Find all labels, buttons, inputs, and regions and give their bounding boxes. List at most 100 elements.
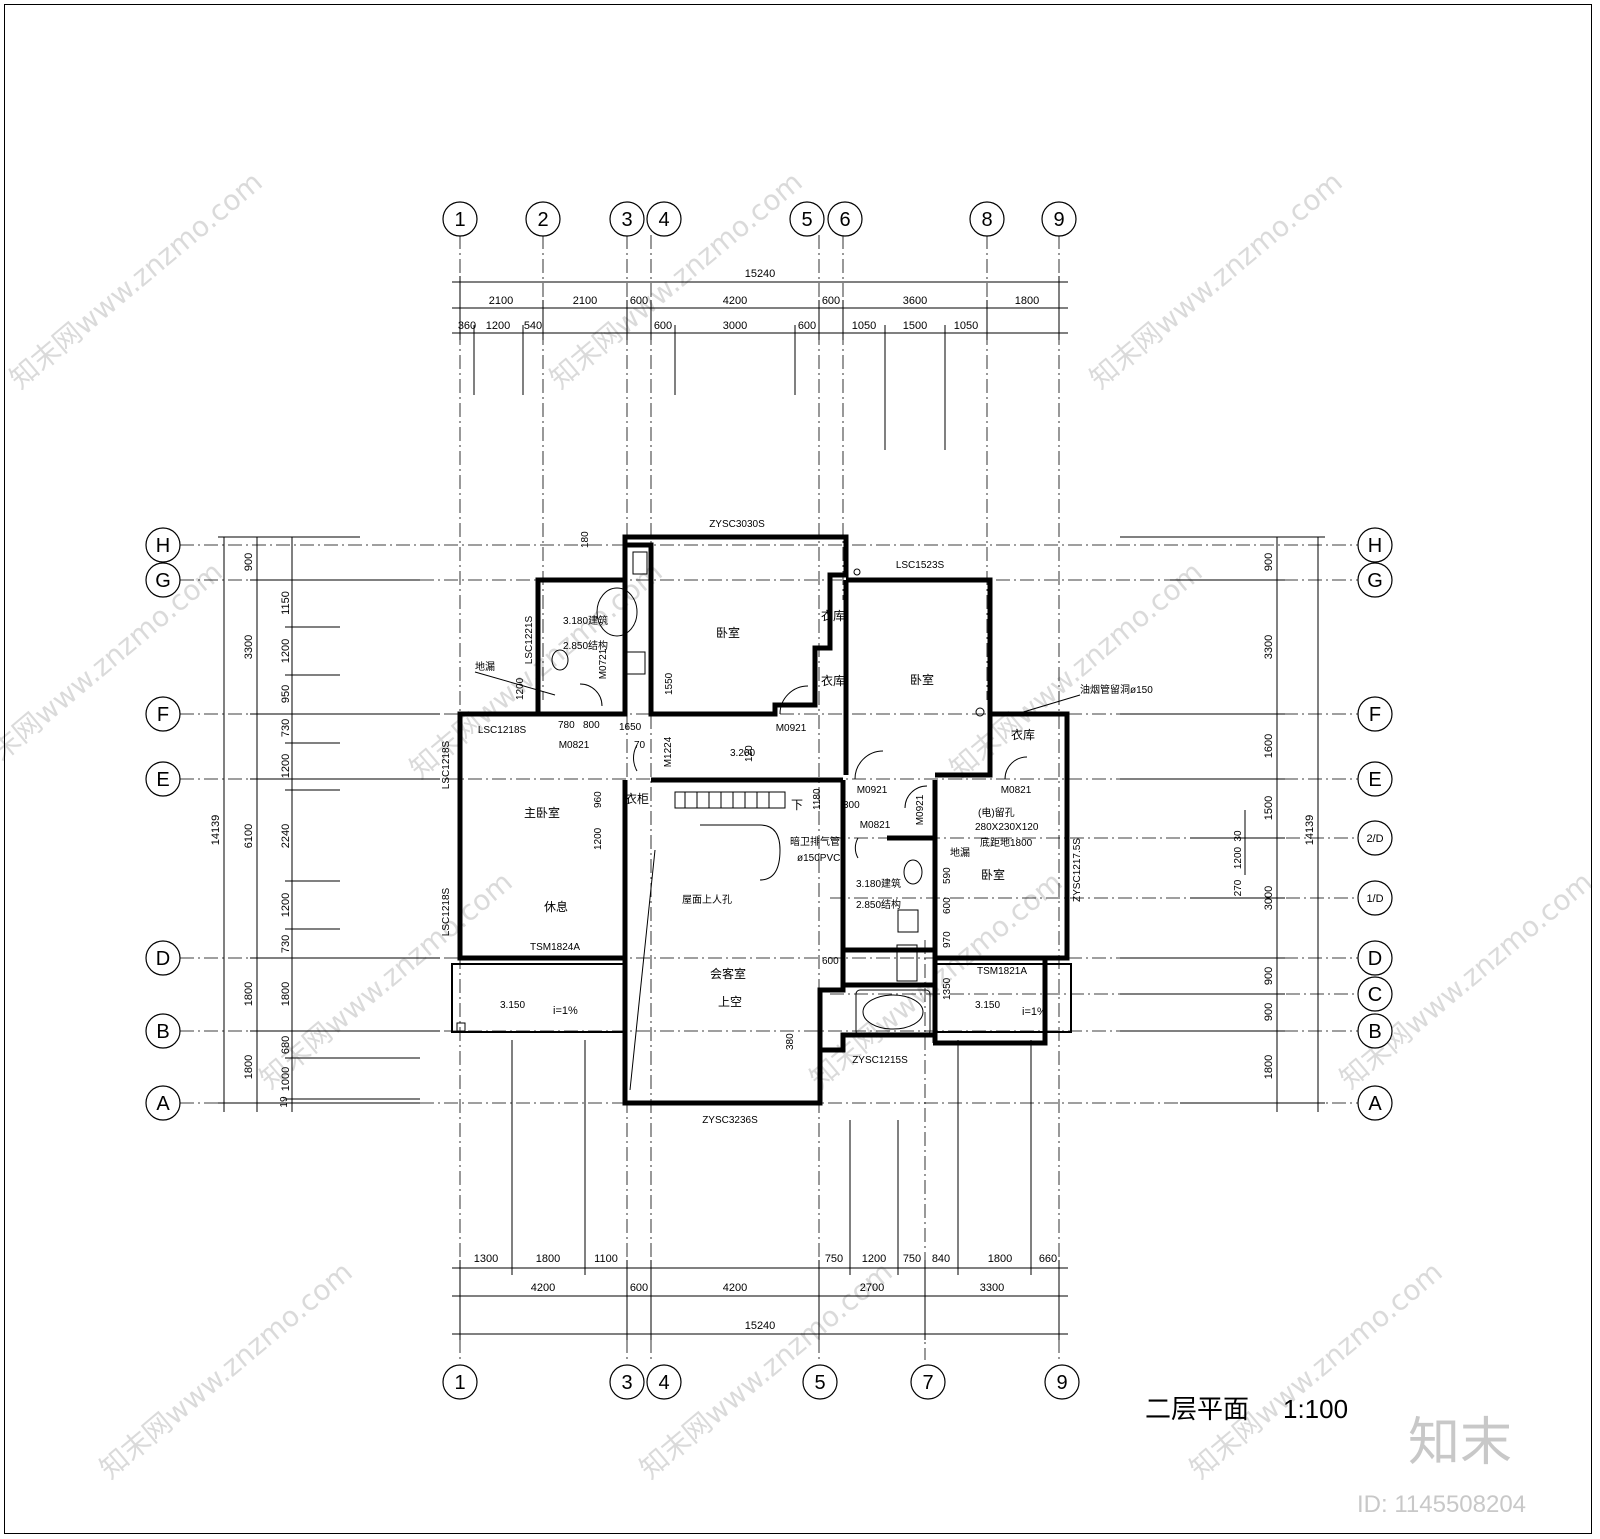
svg-text:2/D: 2/D [1366,833,1383,845]
door-label: TSM1821A [977,966,1027,977]
svg-text:1200: 1200 [1233,846,1244,869]
svg-text:380: 380 [785,1033,796,1050]
svg-text:6100: 6100 [243,824,255,848]
svg-text:1800: 1800 [243,982,255,1006]
axis-bubble: A [1357,1085,1393,1121]
axis-bubble: 9 [1041,201,1077,237]
svg-text:19: 19 [279,1096,290,1108]
svg-text:1500: 1500 [903,320,927,332]
svg-text:F: F [1369,704,1381,726]
svg-text:地漏: 地漏 [475,660,495,673]
svg-text:800: 800 [583,720,600,731]
axis-bubble: G [1357,562,1393,598]
svg-text:(电)留孔: (电)留孔 [978,806,1015,819]
svg-text:900: 900 [1263,967,1275,985]
svg-text:840: 840 [932,1253,950,1265]
svg-text:2: 2 [537,209,548,231]
axis-bubble: G [145,562,181,598]
axis-bubble: 4 [646,201,682,237]
door-label: M0821 [860,820,891,831]
top-axis-bubbles: 1 2 3 4 5 6 8 9 [442,201,1077,237]
svg-text:680: 680 [280,1036,292,1054]
svg-text:1: 1 [454,209,465,231]
svg-text:2.850结构: 2.850结构 [563,639,608,652]
svg-text:1/D: 1/D [1366,893,1383,905]
svg-text:1200: 1200 [593,827,604,850]
svg-text:屋面上人孔: 屋面上人孔 [682,894,732,906]
window-label: ZYSC1215S [852,1055,908,1066]
door-label: M0921 [776,723,807,734]
svg-text:270: 270 [1233,879,1244,896]
room-label: 上空 [718,995,742,1009]
svg-text:540: 540 [524,320,542,332]
axis-bubble: 5 [789,201,825,237]
svg-text:3300: 3300 [243,635,255,659]
axis-bubble: A [145,1085,181,1121]
left-axis-bubbles: H G F E D B A [145,527,181,1121]
axis-bubble: 4 [646,1364,682,1400]
axis-bubble: D [1357,940,1393,976]
svg-text:暗卫排气管: 暗卫排气管 [790,835,840,848]
svg-text:1200: 1200 [280,893,292,917]
axis-bubble: 1 [442,1364,478,1400]
axis-bubble: H [1357,527,1393,563]
room-label: 衣库 [821,608,845,623]
svg-text:900: 900 [1263,1003,1275,1021]
svg-text:地漏: 地漏 [950,846,970,859]
svg-text:1000: 1000 [280,1067,292,1091]
svg-text:4200: 4200 [723,1282,747,1294]
room-label: 卧室 [981,867,1005,882]
svg-text:3.180建筑: 3.180建筑 [563,614,608,627]
svg-text:950: 950 [280,685,292,703]
watermark-1: 知末网www.znzmo.com [3,165,268,395]
svg-text:180: 180 [580,531,591,548]
svg-text:7: 7 [922,1372,933,1394]
svg-text:A: A [156,1093,170,1115]
svg-text:1800: 1800 [536,1253,560,1265]
svg-text:3600: 3600 [903,295,927,307]
svg-text:3000: 3000 [1263,886,1275,910]
svg-text:4200: 4200 [723,295,747,307]
axis-bubble: 9 [1044,1364,1080,1400]
door-arcs [579,683,1028,859]
axis-bubble: 3 [609,201,645,237]
svg-text:3.150: 3.150 [500,1000,525,1011]
svg-text:9: 9 [1056,1372,1067,1394]
door-label: M0921 [915,794,926,825]
svg-text:1200: 1200 [862,1253,886,1265]
svg-text:3300: 3300 [1263,635,1275,659]
left-dimensions: 14139 900 3300 6100 1800 1800 1150 1200 … [210,536,440,1112]
svg-text:300: 300 [843,800,860,811]
door-label: M0721 [598,648,609,679]
svg-text:2100: 2100 [573,295,597,307]
image-id: ID: 1145508204 [1357,1491,1526,1518]
svg-text:660: 660 [1039,1253,1057,1265]
drawing-scale: 1:100 [1283,1394,1348,1424]
axis-bubble: 7 [910,1364,946,1400]
svg-text:D: D [156,948,170,970]
svg-text:1800: 1800 [280,982,292,1006]
axis-bubble: E [1357,761,1393,797]
svg-text:2100: 2100 [489,295,513,307]
room-labels: 卧室 卧室 卧室 衣库 衣库 衣库 主卧室 休息 会客室 上空 衣柜 下 [524,608,1035,1009]
axis-bubble: C [1357,976,1393,1012]
svg-text:2700: 2700 [860,1282,884,1294]
svg-text:600: 600 [942,897,953,914]
svg-text:1350: 1350 [942,977,953,1000]
svg-text:1800: 1800 [1015,295,1039,307]
stair [629,791,786,1091]
svg-text:4200: 4200 [531,1282,555,1294]
svg-text:i=1%: i=1% [1022,1006,1047,1018]
axis-bubble: 3 [609,1364,645,1400]
svg-text:730: 730 [280,719,292,737]
window-label: ZYSC3236S [702,1115,758,1126]
svg-text:1800: 1800 [1263,1055,1275,1079]
left-total-dim: 14139 [210,815,222,846]
room-label: 衣柜 [625,791,649,806]
bottom-axis-bubbles: 1 3 4 5 7 9 [442,1364,1080,1400]
room-label: 卧室 [910,672,934,687]
room-label: 会客室 [710,966,746,981]
svg-text:750: 750 [903,1253,921,1265]
svg-text:1: 1 [454,1372,465,1394]
svg-text:970: 970 [942,931,953,948]
